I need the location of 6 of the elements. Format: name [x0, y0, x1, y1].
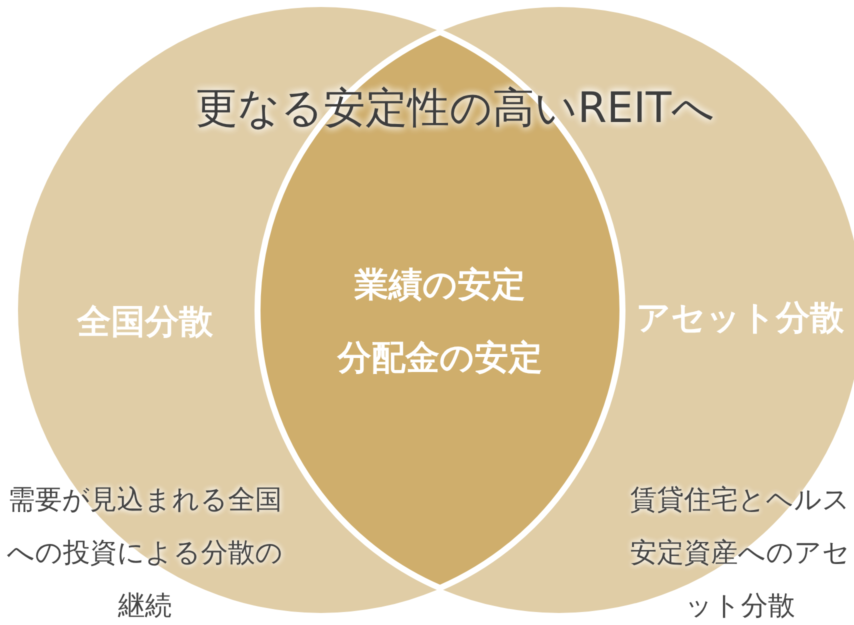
- circle-label: 業績の安定: [354, 264, 526, 307]
- description-text: 需要が見込まれる全国への投資による分散の継続: [6, 484, 284, 624]
- circle-label: アセット分散: [636, 297, 844, 340]
- description-text: 賃貸住宅とヘルス安定資産へのアセット分散: [629, 484, 851, 624]
- circle-label: 分配金の安定: [338, 337, 542, 380]
- circle-label: 全国分散: [77, 301, 213, 344]
